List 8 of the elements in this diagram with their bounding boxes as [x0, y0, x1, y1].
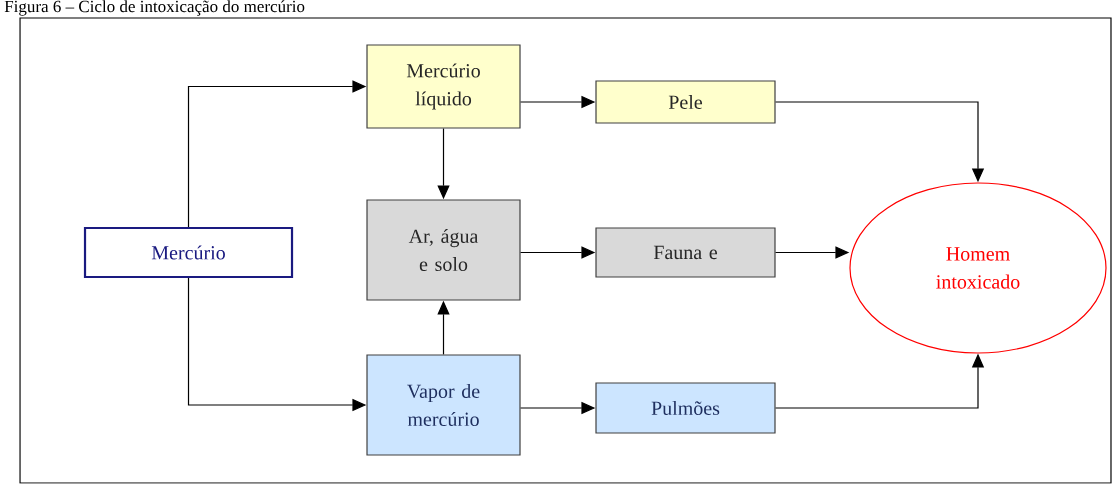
- process-box: Ar, água e solo: [366, 199, 521, 301]
- process-box: Vapor de mercúrio: [366, 354, 521, 456]
- figure-title: Figura 6 – Ciclo de intoxicação do mercúrio: [4, 0, 305, 16]
- process-box: Pele: [595, 80, 776, 124]
- process-box: Fauna e: [595, 227, 776, 278]
- process-box: Mercúrio: [83, 226, 294, 279]
- process-box: Pulmões: [595, 382, 776, 434]
- process-box: Mercúrio líquido: [366, 44, 521, 129]
